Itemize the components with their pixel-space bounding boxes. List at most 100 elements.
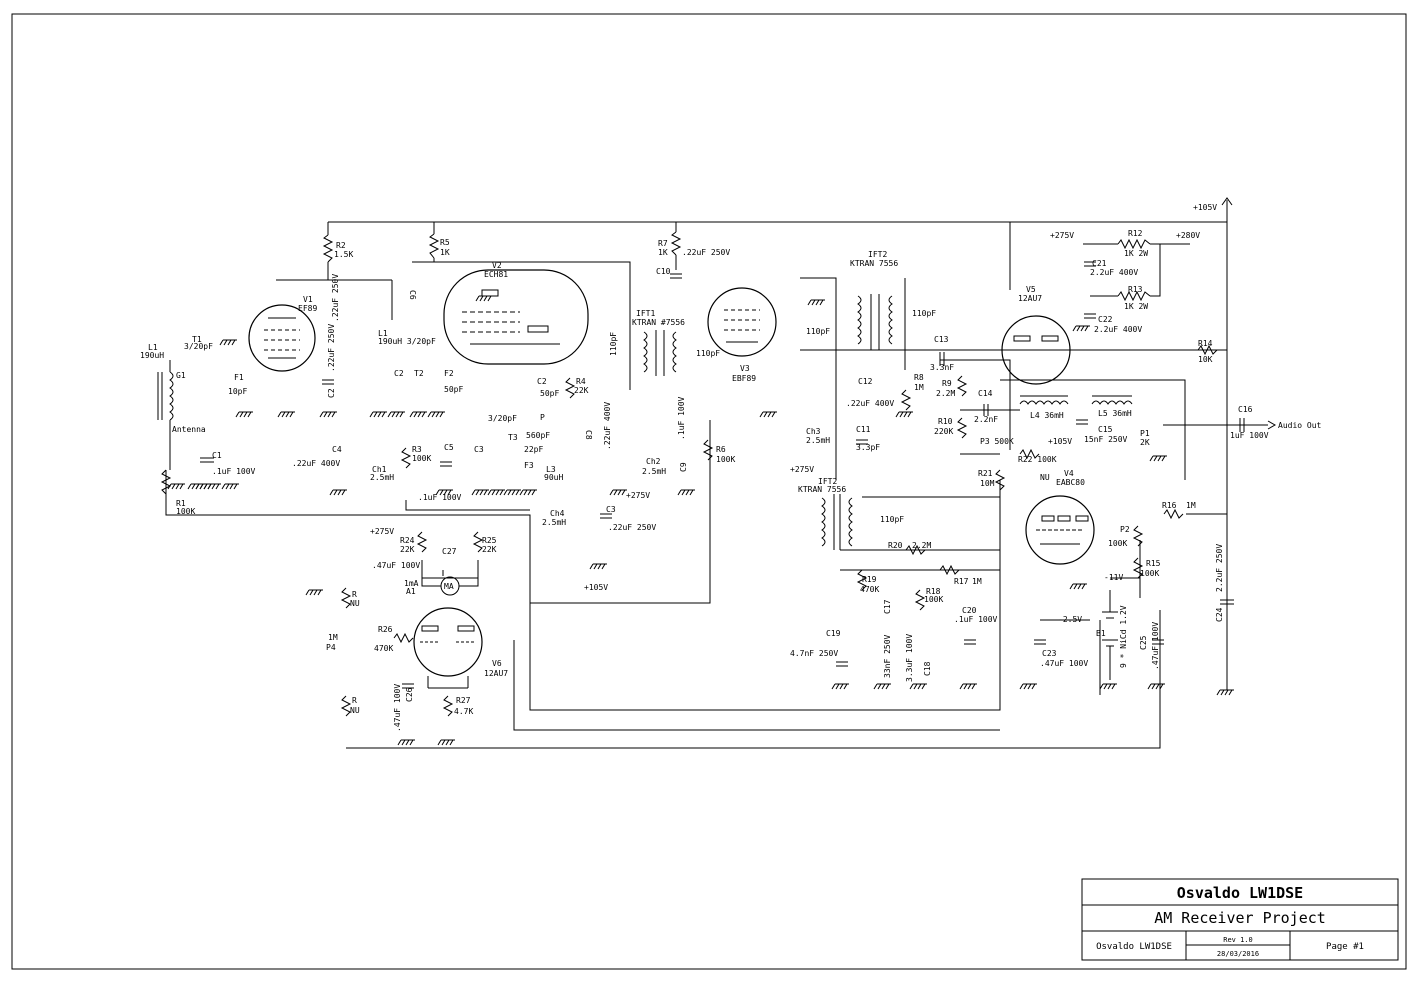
label-R13: R13 [1128, 285, 1143, 294]
label-C2c: C2 [537, 377, 547, 386]
label-T1-val: 3/20pF [184, 342, 213, 351]
label-R10: R10 [938, 417, 953, 426]
label-110pF-d: 110pF [912, 309, 936, 318]
label-R9-val: 2.2M [936, 389, 955, 398]
label-A1: A1 [406, 587, 416, 596]
label-C16-val: 1uF 100V [1230, 431, 1269, 440]
label-R16: R16 [1162, 501, 1177, 510]
label-G1: G1 [176, 371, 186, 380]
label-R20: R20 [888, 541, 903, 550]
capacitors [200, 261, 1245, 689]
label-L1b: L1 [378, 329, 388, 338]
label-C5: C5 [444, 443, 454, 452]
label-C12-val: .22uF 400V [846, 399, 894, 408]
label-1mA: 1mA [404, 579, 419, 588]
label-R3: R3 [412, 445, 422, 454]
rail-105v-b: +105V [584, 583, 608, 592]
v3-type: EBF89 [732, 374, 756, 383]
label-P2-val: 100K [1108, 539, 1127, 548]
label-C11: C11 [856, 425, 871, 434]
label-Ch2: Ch2 [646, 457, 661, 466]
v5-ref: V5 [1026, 285, 1036, 294]
label-R6: R6 [716, 445, 726, 454]
label-C19-val: 4.7nF 250V [790, 649, 838, 658]
label-R12-val: 1K 2W [1124, 249, 1148, 258]
label-R3-val: 100K [412, 454, 431, 463]
label-C27: C27 [442, 547, 457, 556]
label-IFT2b-val: KTRAN 7556 [798, 485, 846, 494]
label-T3-val: 3/20pF [488, 414, 517, 423]
v5-tube: V5 12AU7 [1001, 285, 1071, 385]
ift2-bottom [821, 494, 853, 550]
label-C8: C8 [584, 430, 593, 440]
label-C3a: C3 [474, 445, 484, 454]
wiring [165, 197, 1277, 749]
battery-b1 [1102, 590, 1118, 680]
label-F2-val: 50pF [444, 385, 463, 394]
rail-275v-d: +275V [370, 527, 394, 536]
label-C15-val: 15nF 250V [1084, 435, 1128, 444]
label-R9: R9 [942, 379, 952, 388]
label-R18-val: 100K [924, 595, 943, 604]
label-C5-val: .1uF 100V [418, 493, 462, 502]
title-page: Page #1 [1326, 942, 1364, 952]
label-L5: L5 36mH [1098, 409, 1132, 418]
label-C17-val: 33nF 250V [883, 634, 892, 678]
audio-out-label: Audio Out [1278, 421, 1322, 430]
label-C17: C17 [883, 599, 892, 614]
label-R18: R18 [926, 587, 941, 596]
label-R19: R19 [862, 575, 877, 584]
label-Ch4-val: 2.5mH [542, 518, 566, 527]
label-R25-val: 22K [482, 545, 497, 554]
label-C2b: C2 [394, 369, 404, 378]
label-R19-val: 470K [860, 585, 879, 594]
sheet-border [11, 13, 1407, 970]
label-IFT2a-val: KTRAN 7556 [850, 259, 898, 268]
label-C22-val: 2.2uF 400V [1094, 325, 1142, 334]
ift2-top [857, 294, 893, 350]
label-C6: C6 [408, 290, 417, 300]
label-R4-val: 22K [574, 386, 589, 395]
rail-105v-c: +105V [1048, 437, 1072, 446]
label-R5: R5 [440, 238, 450, 247]
label-C2a: C2 [327, 388, 336, 398]
label-IFT1: IFT1 [636, 309, 655, 318]
label-C3b: C3 [606, 505, 616, 514]
label-R24: R24 [400, 536, 415, 545]
label-R25: R25 [482, 536, 497, 545]
label-P1-val: 2K [1140, 438, 1150, 447]
label-C13-val: 3.3nF [930, 363, 954, 372]
label-T1: T1 [192, 335, 202, 344]
label-C27-val: .47uF 100V [372, 561, 420, 570]
v3-tube: V3 EBF89 [707, 287, 777, 383]
rail-275v-b: +275V [626, 491, 650, 500]
label-C3b-val: .22uF 250V [608, 523, 656, 532]
label-R26-val: 470K [374, 644, 393, 653]
label-R24-val: 22K [400, 545, 415, 554]
label-R5-val: 1K [440, 248, 450, 257]
label-R27-val: 4.7K [454, 707, 473, 716]
label-C1-val: .1uF 100V [212, 467, 256, 476]
v4-type: EABC80 [1056, 478, 1085, 487]
label-110pF-e: 110pF [880, 515, 904, 524]
label-C13: C13 [934, 335, 949, 344]
label-C18: C18 [923, 661, 932, 676]
label-R20-val: 2.2M [912, 541, 931, 550]
label-R13-val: 1K 2W [1124, 302, 1148, 311]
meter-ma: MA [421, 560, 479, 596]
label-C21: C21 [1092, 259, 1107, 268]
label-F1-val: 10pF [228, 387, 247, 396]
label-C4: C4 [332, 445, 342, 454]
v6-ref: V6 [492, 659, 502, 668]
label-C1: C1 [212, 451, 222, 460]
label-F3-val: 22pF [524, 445, 543, 454]
label-C26: C26 [405, 687, 414, 702]
label-C14: C14 [978, 389, 993, 398]
label-F1: F1 [234, 373, 244, 382]
v3-ref: V3 [740, 364, 750, 373]
label-P: P [540, 413, 545, 422]
label-L1a-val: 190uH [140, 351, 164, 360]
label-C26-val: .47uF 100V [393, 684, 402, 732]
label-IFT1-val: KTRAN #7556 [632, 318, 685, 327]
